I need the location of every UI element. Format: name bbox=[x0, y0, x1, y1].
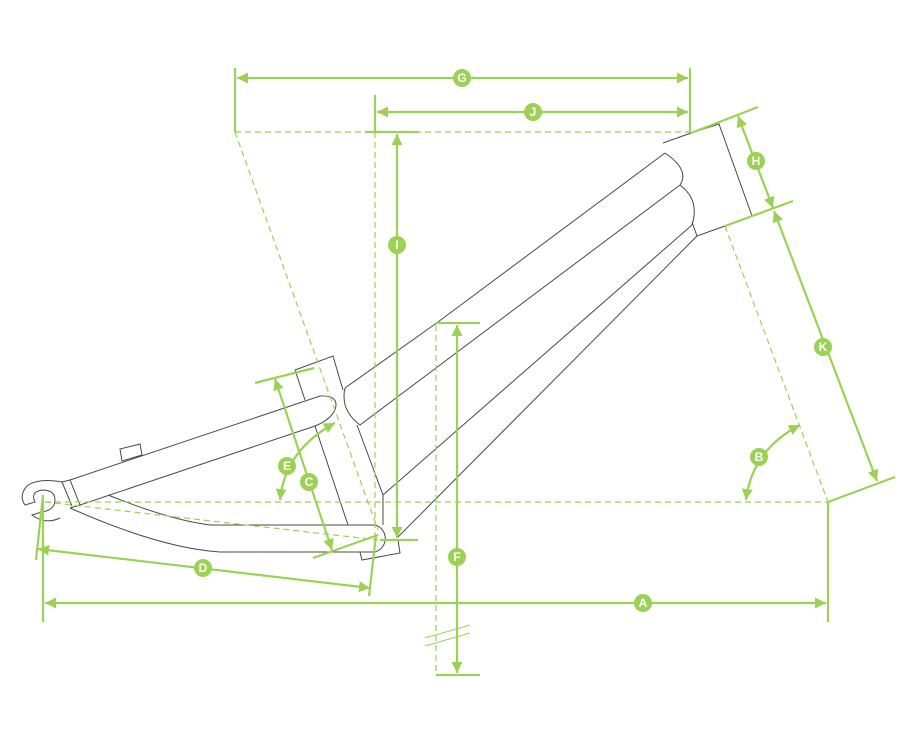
dimension-labels: G J I F A D H K B C E bbox=[194, 69, 832, 612]
head-tube bbox=[662, 123, 753, 237]
svg-text:G: G bbox=[457, 71, 466, 85]
svg-text:K: K bbox=[819, 340, 828, 354]
dropout bbox=[21, 479, 81, 522]
svg-text:A: A bbox=[639, 596, 648, 610]
dimension-lines bbox=[34, 68, 896, 677]
svg-text:B: B bbox=[755, 450, 764, 464]
label-D: D bbox=[194, 559, 212, 577]
svg-text:J: J bbox=[530, 105, 537, 119]
label-B: B bbox=[750, 448, 768, 466]
label-F: F bbox=[448, 548, 466, 566]
label-C: C bbox=[300, 473, 318, 491]
seat-stay bbox=[69, 395, 337, 506]
svg-text:D: D bbox=[199, 561, 208, 575]
svg-text:H: H bbox=[752, 154, 761, 168]
label-E: E bbox=[278, 457, 296, 475]
bottom-bracket bbox=[359, 524, 401, 561]
label-J: J bbox=[524, 103, 542, 121]
svg-text:I: I bbox=[395, 238, 398, 252]
top-tube bbox=[343, 152, 684, 426]
seat-tube bbox=[294, 355, 384, 526]
svg-text:E: E bbox=[283, 459, 291, 473]
label-H: H bbox=[747, 152, 765, 170]
down-tube bbox=[382, 184, 698, 538]
bike-frame-outline bbox=[21, 123, 753, 561]
svg-text:C: C bbox=[305, 475, 314, 489]
label-A: A bbox=[634, 594, 652, 612]
svg-text:F: F bbox=[453, 550, 460, 564]
construction-lines bbox=[44, 131, 829, 675]
label-I: I bbox=[388, 236, 406, 254]
label-G: G bbox=[453, 69, 471, 87]
label-K: K bbox=[814, 338, 832, 356]
